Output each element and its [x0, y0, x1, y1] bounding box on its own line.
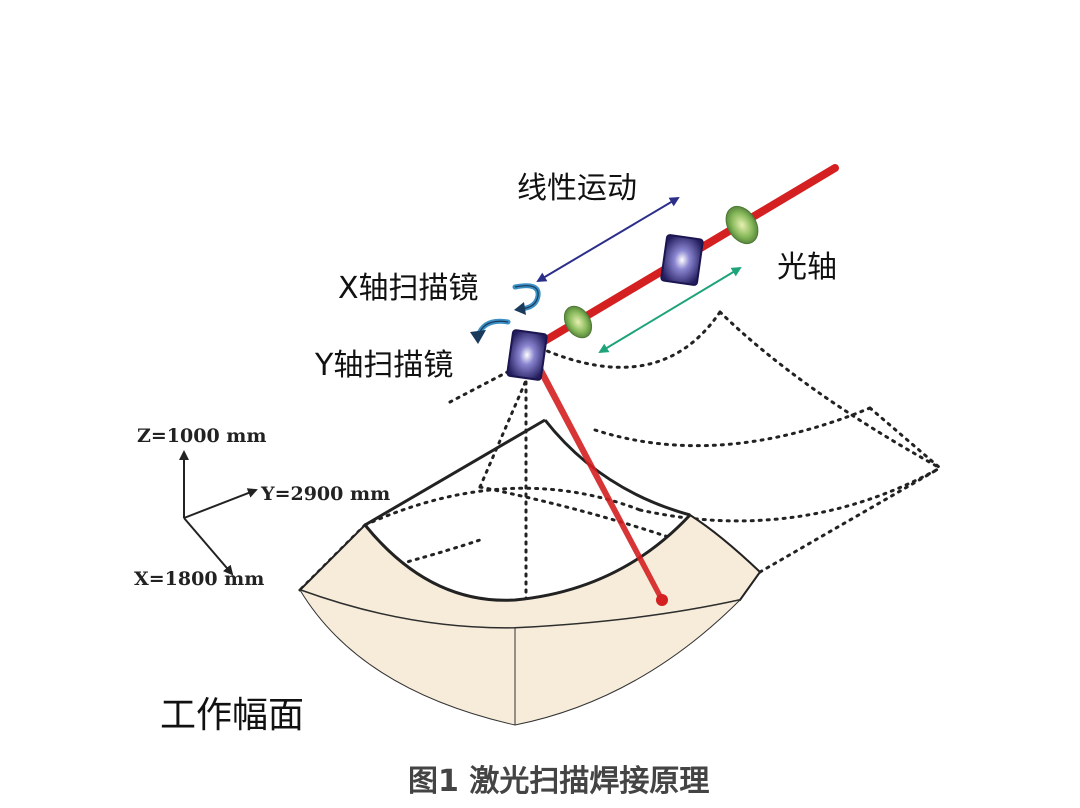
y-axis-label: Y=2900 mm — [261, 483, 391, 505]
work-area-right-arc — [543, 419, 691, 517]
linear-motion-arrow — [536, 196, 680, 283]
shifted-edge-1 — [868, 406, 942, 470]
laser-focused-beam — [526, 350, 664, 598]
x-axis-label: X=1800 mm — [134, 568, 265, 590]
y-mirror-rotation-icon — [470, 318, 511, 344]
y-mirror-projection — [448, 366, 517, 404]
shifted-edge-2 — [478, 346, 542, 489]
focusing-lens-2 — [563, 305, 593, 339]
focusing-lens-1 — [725, 205, 759, 245]
laser-focus-spot — [656, 594, 668, 606]
work-area-top-inner-arc — [363, 513, 692, 602]
shifted-top-front-arc — [718, 310, 942, 470]
work-area-bottom-face — [298, 589, 742, 726]
y-axis-line — [183, 488, 258, 519]
optical-axis-label: 光轴 — [777, 250, 837, 285]
optical-axis-arrow — [598, 266, 742, 354]
z-axis-label: Z=1000 mm — [137, 425, 267, 447]
work-area-label: 工作幅面 — [160, 695, 305, 736]
shifted-bottom-arc — [298, 538, 482, 592]
x-mirror-label: X轴扫描镜 — [338, 271, 479, 306]
y-mirror-label: Y轴扫描镜 — [315, 348, 454, 383]
y-scanning-mirror — [506, 329, 548, 381]
coordinate-axes — [179, 450, 258, 576]
work-area-top-outer-arc — [364, 418, 546, 527]
shifted-outer-arc — [638, 466, 942, 523]
shifted-edge-3 — [758, 466, 942, 574]
figure-caption: 图1 激光扫描焊接原理 — [408, 764, 710, 799]
x-axis-line — [183, 517, 234, 576]
linear-motion-label: 线性运动 — [517, 171, 637, 206]
shifted-lower-arc — [363, 486, 642, 527]
work-area — [298, 418, 762, 726]
x-mirror-rotation-icon — [512, 283, 541, 315]
shifted-inner-arc — [593, 406, 872, 448]
x-scanning-mirror — [660, 234, 704, 286]
